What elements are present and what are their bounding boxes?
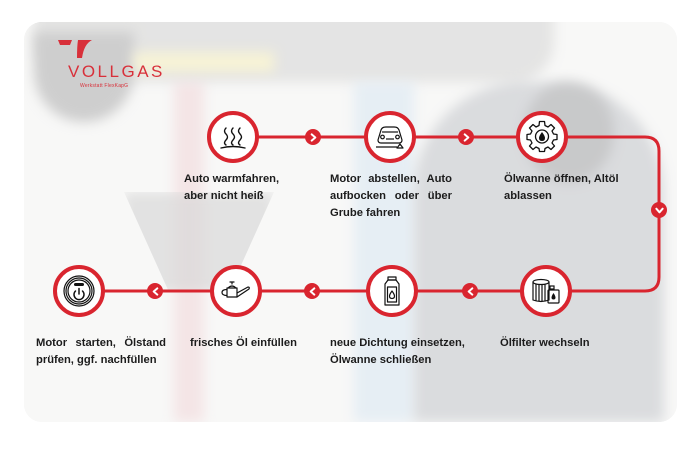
step-2-label: Motor abstellen, Auto aufbocken oder übe… — [330, 173, 452, 219]
chevron-left-icon — [462, 283, 478, 299]
chevron-left-icon — [304, 283, 320, 299]
car-jack-icon — [376, 126, 404, 149]
chevron-left-icon — [147, 283, 163, 299]
power-button-icon — [63, 275, 95, 307]
step-1-label: Auto warmfahren, aber nicht heiß — [184, 173, 280, 202]
brand-name: VOLLGAS — [68, 62, 165, 81]
brand-logo: VOLLGAS Werkstatt FlexKapG — [58, 38, 168, 89]
step-3-label: Ölwanne öffnen, Altöl ablassen — [504, 173, 619, 202]
step-6-label: frisches Öl einfüllen — [190, 337, 297, 349]
brand-subtitle: Werkstatt FlexKapG — [80, 83, 129, 89]
step-4-label: Ölfilter wechseln — [500, 337, 590, 349]
step-5-label: neue Dichtung einsetzen, Ölwanne schließ… — [330, 337, 465, 366]
step-6-icon — [210, 265, 262, 317]
step-7-label: Motor starten, Ölstand prüfen, ggf. nach… — [36, 337, 166, 366]
infographic-card — [24, 22, 677, 422]
logo-mark-icon — [58, 40, 92, 58]
oil-can-icon — [221, 281, 250, 298]
gear-oil-drop-icon — [526, 120, 558, 153]
step-1-icon — [207, 111, 259, 163]
step-4-icon — [520, 265, 572, 317]
step-3-icon — [516, 111, 568, 163]
chevron-down-icon — [651, 202, 667, 218]
chevron-right-icon — [305, 129, 321, 145]
steam-heat-icon — [220, 127, 246, 149]
oil-filter-canister-icon — [532, 278, 560, 304]
step-2-icon — [364, 111, 416, 163]
step-5-icon — [366, 265, 418, 317]
chevron-right-icon — [458, 129, 474, 145]
step-7-icon — [53, 265, 105, 317]
oil-bottle-icon — [384, 276, 400, 306]
background-veil — [24, 22, 677, 422]
